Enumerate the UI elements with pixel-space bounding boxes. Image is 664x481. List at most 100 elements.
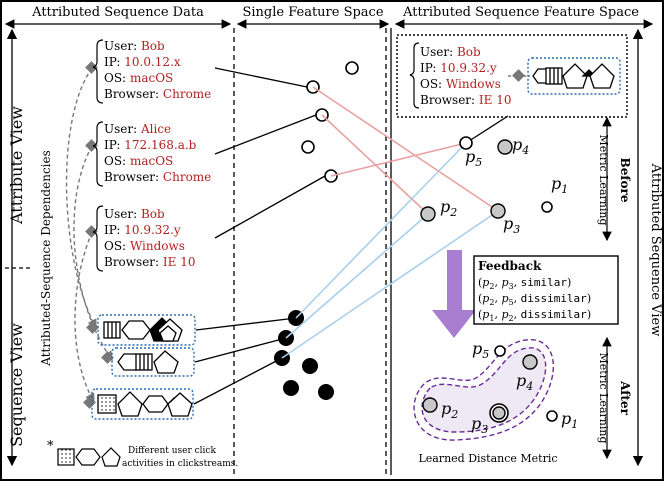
sequence-mapping-lines: [281, 142, 499, 359]
feedback-row-3: (p1, p2, dissimilar): [478, 308, 591, 323]
record-brace: [92, 39, 104, 104]
record-user-line: User: Alice: [104, 122, 171, 136]
record-link: [214, 67, 308, 88]
pentagon-click-icon: [117, 391, 143, 417]
attribute-view-label: Attribute View: [7, 106, 26, 225]
label-p3: p3: [503, 214, 520, 236]
hexagon-click-icon: [121, 320, 151, 340]
point-p1-after: [546, 410, 558, 422]
metric-learning-label-top: Metric Learning: [597, 135, 610, 226]
point-p1: [541, 201, 553, 213]
single-space-filled-points: [274, 310, 334, 400]
dependency-curve-3: [74, 231, 95, 404]
label-p5-after: p5: [472, 339, 489, 361]
sequence-link: [194, 337, 287, 363]
highlight-ip-line: IP: 10.9.32.y: [420, 61, 497, 75]
record-ip-line: IP: 10.0.12.x: [104, 55, 181, 69]
before-points: p5 p4 p2 p3 p1: [420, 135, 568, 236]
pentagon-click-icon: [159, 325, 177, 342]
diamond-marker: [85, 225, 98, 238]
record-link: [214, 114, 317, 155]
pentagon-icon: [101, 447, 121, 467]
point-p2: [420, 206, 436, 222]
record-os-line: OS: macOS: [104, 154, 173, 168]
footnote-star: *: [47, 439, 54, 454]
metric-learning-label-bottom: Metric Learning: [597, 353, 610, 444]
pentagon-click-icon: [562, 63, 588, 89]
feedback-frame: [473, 255, 619, 325]
footnote-line-2: activities in clickstreams.: [122, 459, 238, 469]
dependency-curve-2: [73, 145, 113, 362]
point-p4-after: [522, 354, 538, 370]
label-p2: p2: [440, 197, 457, 219]
sequence-frame: [111, 347, 195, 377]
filled-point: [302, 358, 318, 374]
label-p2-after: p2: [441, 399, 458, 421]
record-link: [214, 175, 326, 239]
attr-seq-view-label: Attributed Sequence View: [648, 163, 663, 337]
highlight-record: User: Bob IP: 10.9.32.y OS: Windows Brow…: [396, 34, 628, 118]
record-ip-line: IP: 10.9.32.y: [104, 223, 181, 237]
record-user-line: User: Bob: [104, 39, 165, 53]
sequence-link: [195, 317, 297, 331]
label-p5: p5: [465, 147, 482, 169]
footnote-line-1: Different user click: [128, 446, 216, 456]
diamond-marker: [101, 351, 114, 364]
hexagon-click-icon: [142, 395, 169, 413]
record-ip-line: IP: 172.168.a.b: [104, 138, 197, 152]
highlight-user-line: User: Bob: [420, 45, 481, 59]
point-p2-after: [422, 397, 438, 413]
diamond-marker: [83, 396, 96, 409]
record-user-line: User: Bob: [104, 207, 165, 221]
header-attr-seq-space: Attributed Sequence Feature Space: [402, 5, 639, 20]
pentagon-click-icon: [589, 63, 615, 89]
filled-point: [318, 384, 334, 400]
header-attributed-data: Attributed Sequence Data: [31, 5, 204, 20]
record-browser-line: Browser: Chrome: [104, 170, 211, 184]
record-browser-line: Browser: IE 10: [104, 255, 196, 269]
sequence-view-label: Sequence View: [7, 323, 26, 447]
diamond-marker: [512, 69, 525, 82]
label-p1-after: p1: [561, 409, 578, 431]
diamond-marker: [86, 321, 99, 334]
feedback-title: Feedback: [478, 259, 542, 273]
pentagon-click-icon: [167, 392, 193, 417]
record-card: User: Alice IP: 172.168.a.b OS: macOS Br…: [92, 121, 211, 187]
dependencies-label: Attributed-Sequence Dependencies: [39, 150, 53, 367]
record-os-line: OS: macOS: [104, 71, 173, 85]
highlight-browser-line: Browser: IE 10: [420, 93, 512, 107]
feedback-row-2: (p2, p5, dissimilar): [478, 292, 591, 307]
cluster-outer-boundary: [413, 339, 554, 441]
pentagon-click-icon: [153, 350, 179, 374]
attribute-mapping-lines: [312, 86, 499, 215]
highlight-sequence-frame: [527, 57, 621, 95]
footnote-legend: * Different user click activities in cli…: [47, 439, 238, 469]
highlight-os-line: OS: Windows: [420, 77, 501, 91]
highlight-link: [465, 115, 509, 144]
label-p1: p1: [551, 174, 568, 196]
point-p3: [490, 203, 506, 219]
open-point: [301, 140, 315, 154]
after-label: After: [618, 380, 632, 415]
hexagon-icon: [75, 448, 101, 466]
sequence-link: [193, 357, 283, 405]
label-p3-after: p3: [471, 414, 488, 436]
sequence-2: [111, 347, 195, 377]
cluster-inner-boundary: [421, 347, 547, 433]
label-p4: p4: [512, 135, 529, 157]
diamond-marker: [85, 139, 98, 152]
feedback-row-1: (p2, p3, similar): [478, 276, 571, 291]
before-label: Before: [618, 158, 632, 203]
header-single-space: Single Feature Space: [242, 5, 383, 20]
dependency-curves: [65, 67, 113, 404]
point-p3-after: [492, 406, 506, 420]
dotted-square-icon: [57, 448, 75, 466]
record-brace: [92, 205, 104, 272]
filled-point: [283, 380, 299, 396]
learned-metric-label: Learned Distance Metric: [418, 452, 557, 465]
point-p5-after: [494, 345, 506, 357]
dependency-curve-1: [65, 67, 97, 330]
point-p4: [497, 139, 513, 155]
